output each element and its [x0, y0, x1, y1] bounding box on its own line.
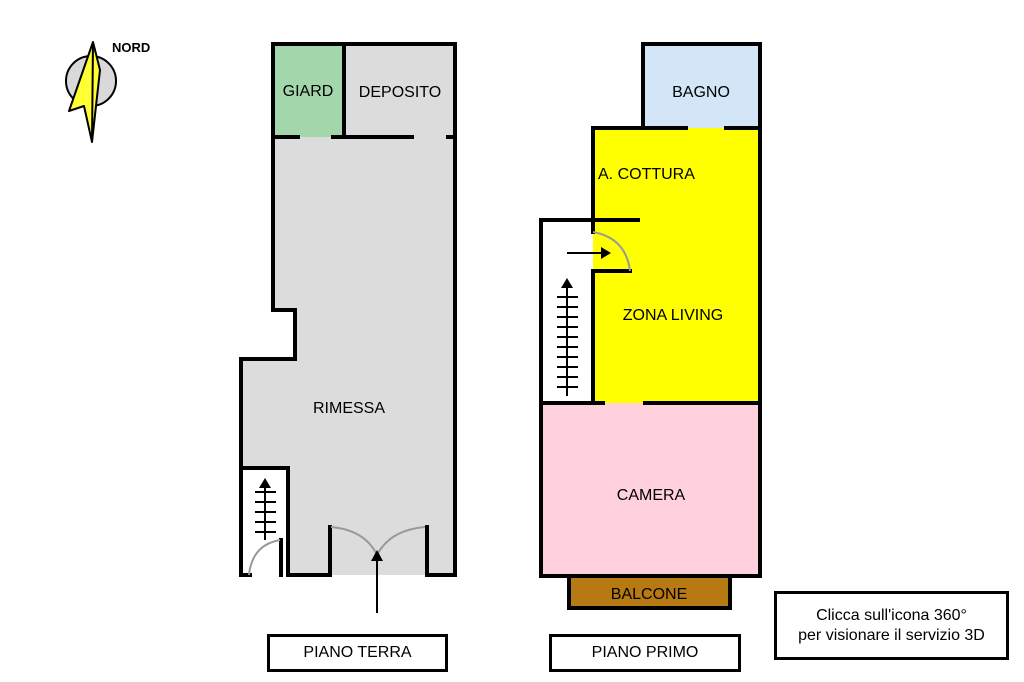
piano-primo-title: PIANO PRIMO — [549, 634, 741, 672]
room-giardino — [273, 44, 344, 137]
info-line-2: per visionare il servizio 3D — [798, 626, 985, 644]
info-360-box: Clicca sull'icona 360° per visionare il … — [774, 591, 1009, 660]
room-label-giardino: GIARD — [283, 83, 334, 100]
piano-terra-title: PIANO TERRA — [267, 634, 448, 672]
room-label-balcone: BALCONE — [611, 586, 687, 603]
room-balcone — [569, 576, 730, 608]
room-rimessa — [241, 137, 455, 575]
piano-terra-plan: GIARD DEPOSITO RIMESSA — [239, 42, 457, 613]
room-label-rimessa: RIMESSA — [313, 400, 385, 417]
room-label-angolo-cottura: A. COTTURA — [598, 166, 695, 183]
entry-arrow-icon — [567, 247, 611, 259]
room-label-camera: CAMERA — [617, 487, 686, 504]
piano-primo-plan: BAGNO A. COTTURA ZONA LIVING CAMERA BALC… — [539, 42, 762, 610]
compass-label: NORD — [112, 40, 150, 55]
info-line-1: Clicca sull'icona 360° — [816, 606, 967, 624]
room-zona-living — [593, 128, 760, 403]
room-camera — [541, 403, 760, 576]
north-arrow-icon — [65, 41, 117, 143]
room-bagno — [643, 44, 760, 128]
room-deposito — [344, 44, 455, 137]
stairs-icon — [255, 478, 276, 540]
room-label-zona-living: ZONA LIVING — [623, 307, 723, 324]
stairs-icon — [557, 278, 578, 396]
entrance-arrow-icon — [371, 550, 383, 613]
room-label-bagno: BAGNO — [672, 84, 730, 101]
room-label-deposito: DEPOSITO — [359, 84, 441, 101]
